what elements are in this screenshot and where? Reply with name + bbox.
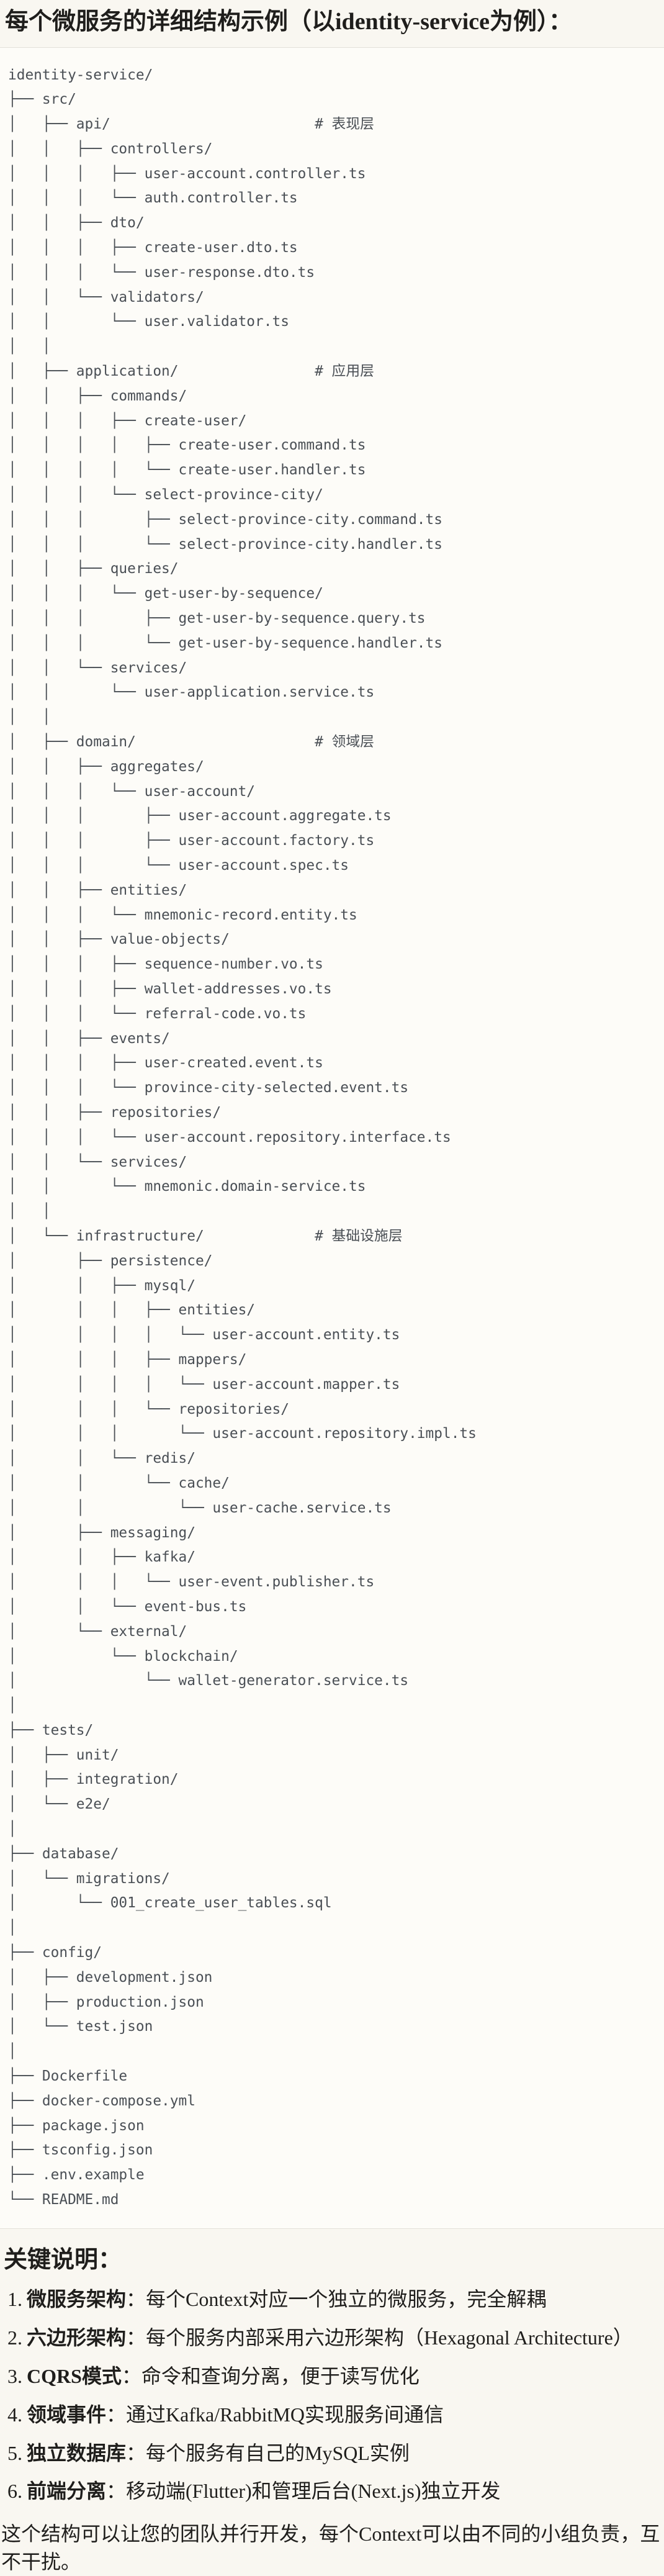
note-label: 六边形架构: [27, 2326, 127, 2349]
note-text: ：通过Kafka/RabbitMQ实现服务间通信: [106, 2403, 444, 2426]
note-number: 4.: [7, 2403, 22, 2426]
note-text: ：移动端(Flutter)和管理后台(Next.js)独立开发: [106, 2480, 501, 2503]
directory-tree-code-block: identity-service/ ├── src/ │ ├── api/ # …: [0, 47, 664, 2229]
note-number: 5.: [7, 2441, 22, 2464]
note-text: ：每个服务有自己的MySQL实例: [126, 2441, 410, 2464]
note-item-frontend-separation: 6.前端分离：移动端(Flutter)和管理后台(Next.js)独立开发: [7, 2477, 664, 2505]
note-item-cqrs: 3.CQRS模式：命令和查询分离，便于读写优化: [7, 2362, 664, 2390]
note-label: 独立数据库: [27, 2441, 127, 2464]
note-number: 1.: [7, 2288, 22, 2311]
note-item-microservices: 1.微服务架构：每个Context对应一个独立的微服务，完全解耦: [7, 2285, 664, 2313]
page-title: 每个微服务的详细结构示例（以identity-service为例）：: [5, 9, 573, 35]
note-label: 前端分离: [27, 2480, 107, 2503]
note-number: 3.: [7, 2365, 22, 2388]
key-notes-list: 1.微服务架构：每个Context对应一个独立的微服务，完全解耦 2.六边形架构…: [4, 2285, 664, 2505]
note-item-independent-db: 5.独立数据库：每个服务有自己的MySQL实例: [7, 2439, 664, 2467]
key-notes-heading: 关键说明：: [4, 2246, 122, 2273]
note-number: 2.: [7, 2326, 22, 2349]
note-label: 微服务架构: [27, 2288, 127, 2311]
summary-paragraph: 这个结构可以让您的团队并行开发，每个Context可以由不同的小组负责，互不干扰…: [1, 2523, 660, 2573]
note-text: ：每个Context对应一个独立的微服务，完全解耦: [126, 2288, 547, 2311]
note-number: 6.: [7, 2480, 22, 2503]
note-text: ：每个服务内部采用六边形架构（Hexagonal Architecture）: [126, 2326, 633, 2349]
note-label: 领域事件: [27, 2403, 107, 2426]
note-item-domain-events: 4.领域事件：通过Kafka/RabbitMQ实现服务间通信: [7, 2401, 664, 2429]
note-item-hexagonal: 2.六边形架构：每个服务内部采用六边形架构（Hexagonal Architec…: [7, 2324, 664, 2352]
note-text: ：命令和查询分离，便于读写优化: [121, 2365, 419, 2388]
note-label: CQRS模式: [27, 2365, 122, 2388]
document-page: 每个微服务的详细结构示例（以identity-service为例）： ident…: [0, 7, 664, 2576]
